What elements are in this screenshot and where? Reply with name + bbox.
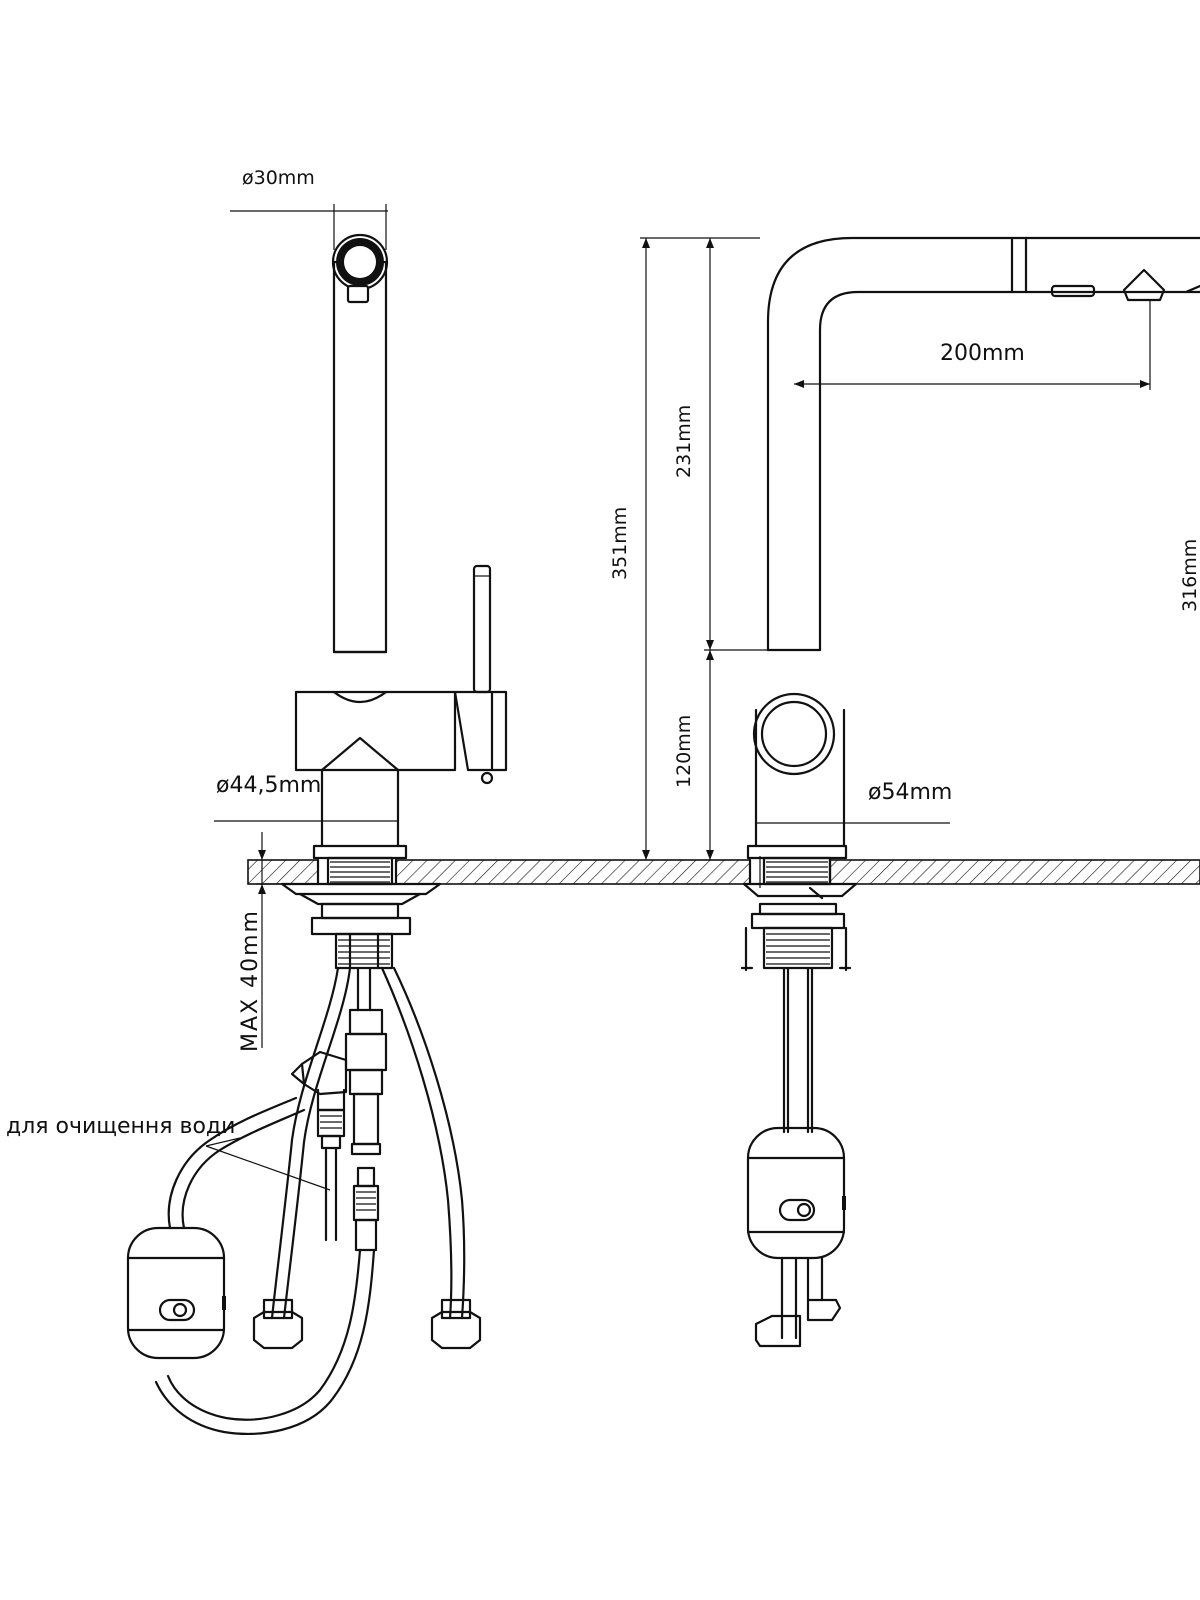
filter-cartridge-left [126, 1096, 306, 1360]
thread-lines-front [330, 861, 390, 883]
label-200: 200mm [940, 341, 1025, 366]
label-filter: для очищення води [6, 1114, 235, 1139]
label-d44: ø44,5mm [216, 773, 321, 798]
label-120: 120mm [673, 715, 695, 788]
label-d54: ø54mm [868, 780, 952, 805]
label-max40: MAX 40mm [238, 909, 263, 1052]
filter-cartridge-right [746, 1126, 846, 1260]
faucet-front-view [126, 233, 508, 1435]
faucet-side-view [740, 236, 1200, 1348]
label-231: 231mm [673, 405, 695, 478]
label-d30: ø30mm [242, 167, 315, 189]
hose-nuts-left [252, 1298, 482, 1350]
countertop-section [247, 856, 1200, 888]
dimension-lines [205, 204, 1151, 1191]
dimension-labels: ø30mm ø44,5mm ø54mm 200mm 351mm 231mm 12… [6, 167, 1200, 1139]
label-351: 351mm [609, 507, 631, 580]
label-316: 316mm [1179, 539, 1200, 612]
